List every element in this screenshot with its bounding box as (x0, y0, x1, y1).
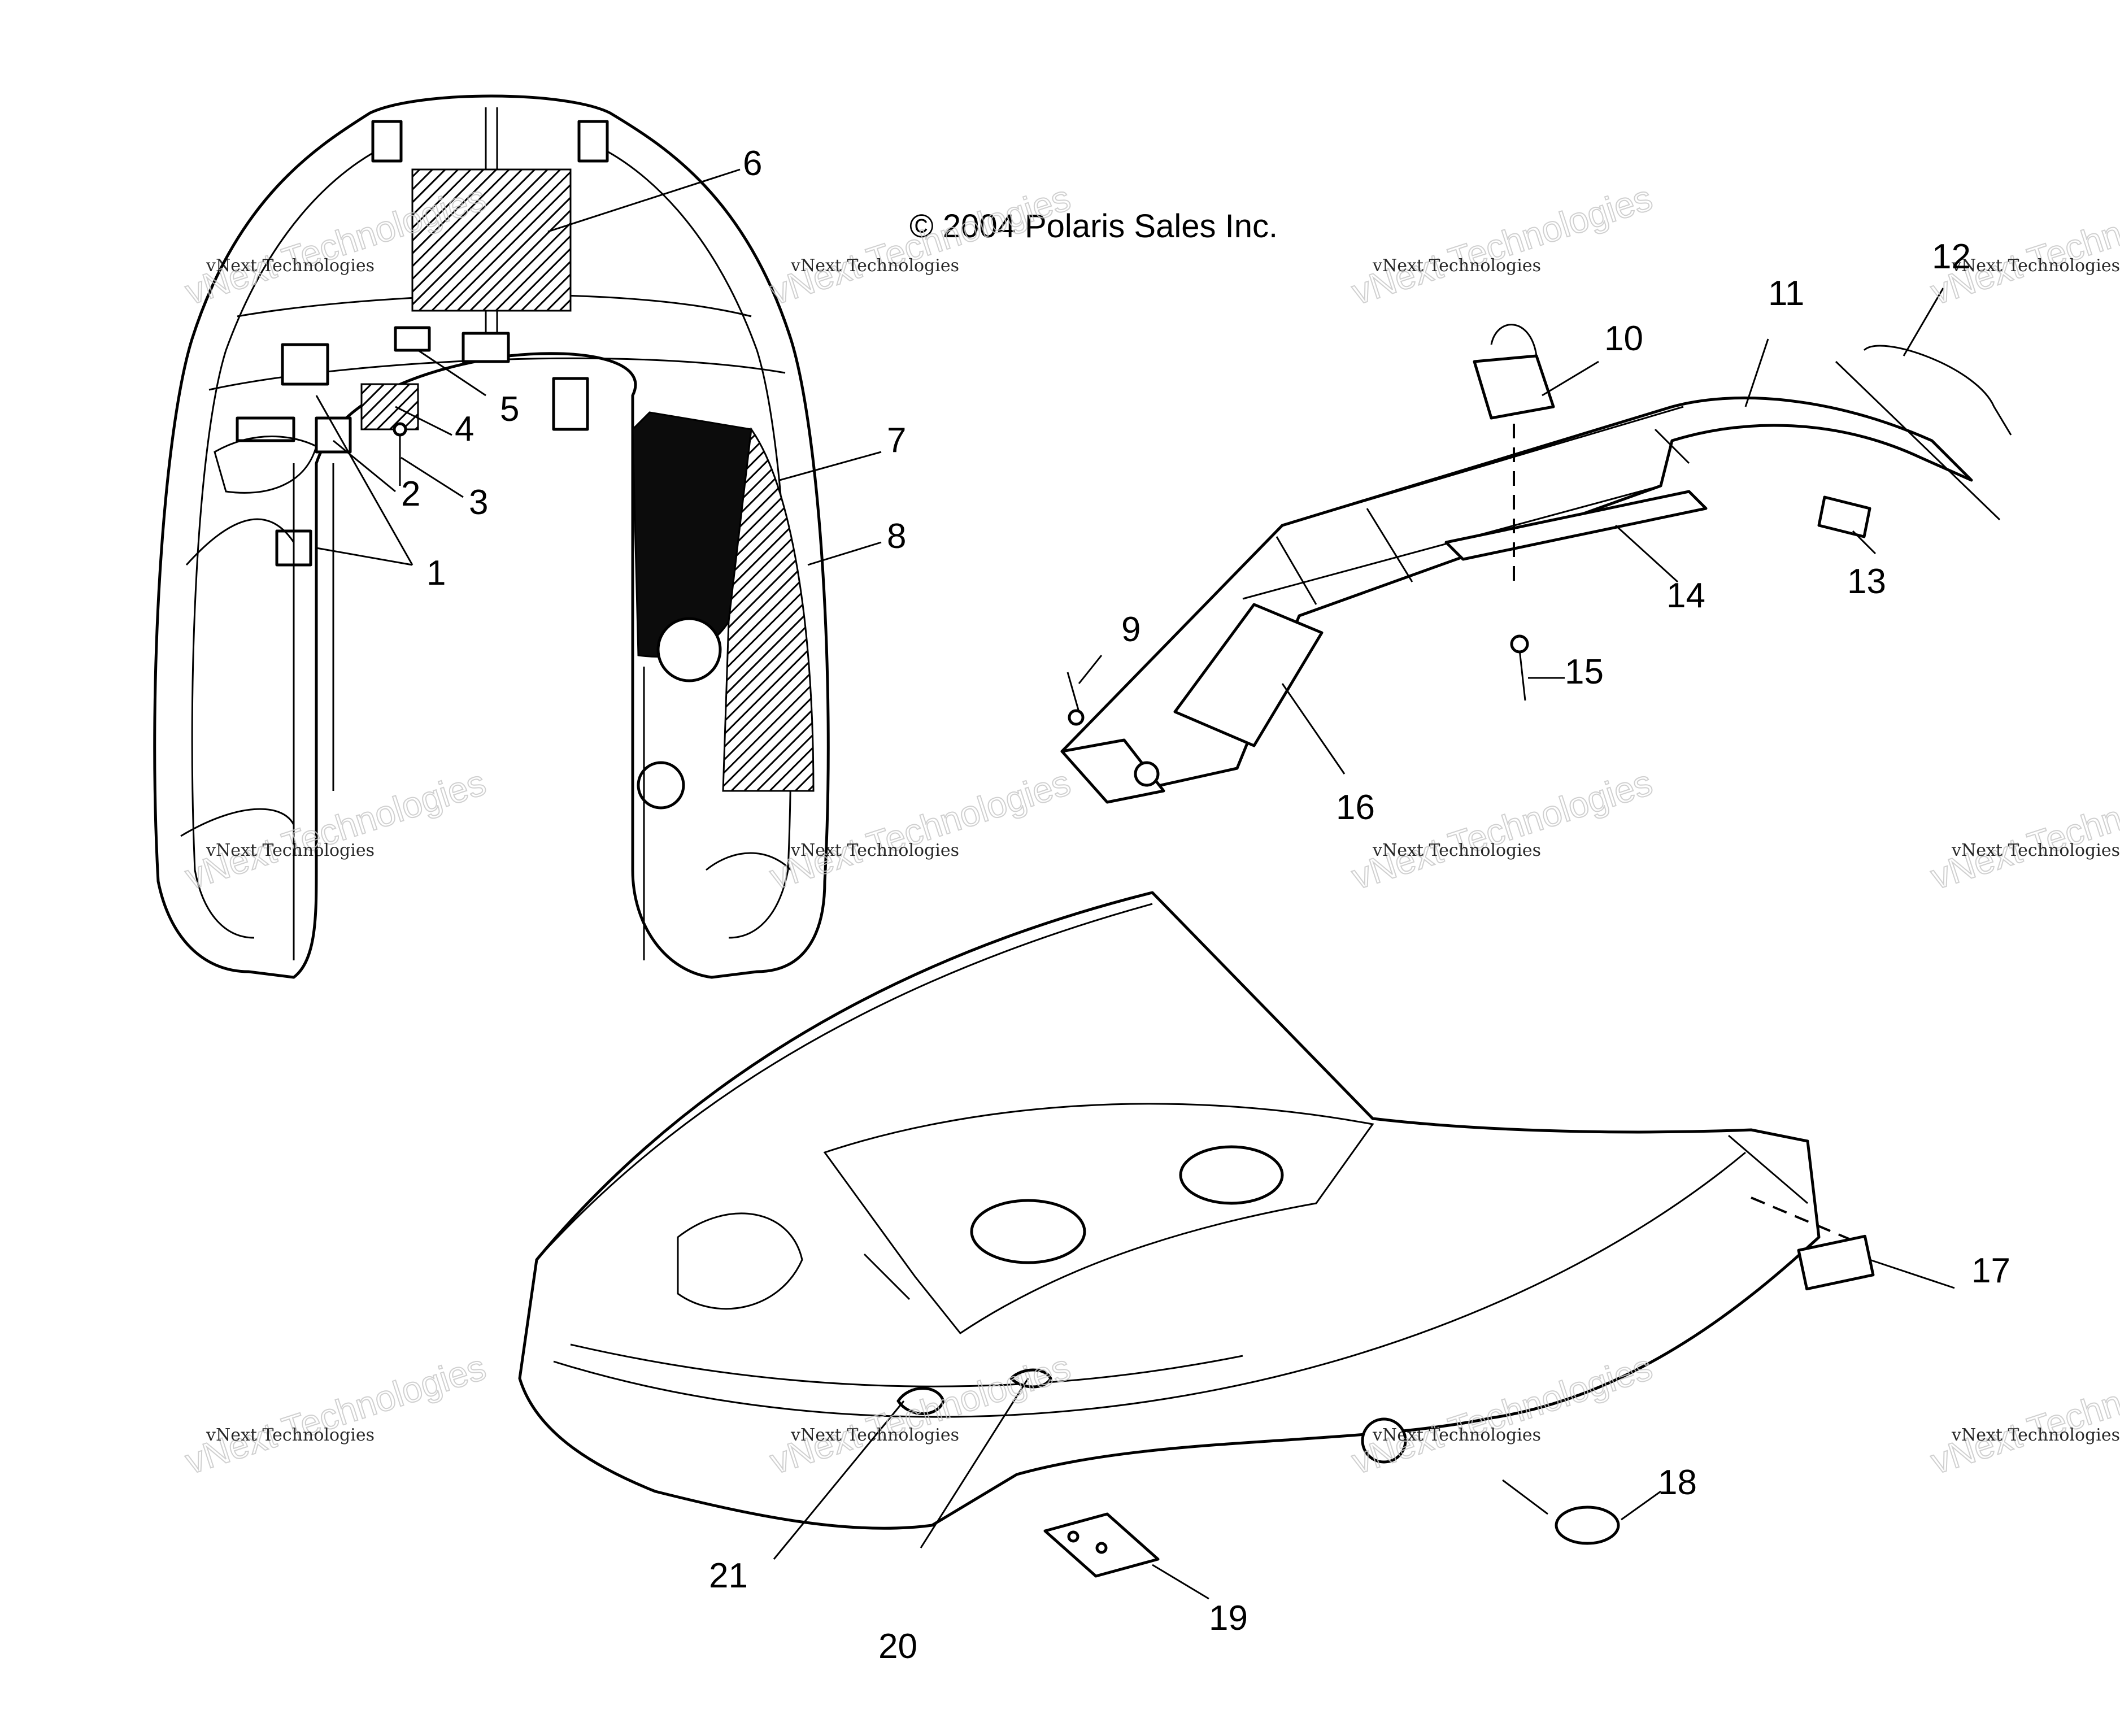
insulation-panel-6 (411, 168, 572, 312)
hinge-9 (1060, 738, 1165, 804)
callout-21: 21 (709, 1556, 748, 1595)
watermark-big: vNext Technologies (765, 177, 1075, 313)
watermark-small: vNext Technologies (1951, 1425, 2120, 1445)
callout-12: 12 (1932, 237, 1971, 276)
belly-pan-assembly (518, 891, 1875, 1578)
watermark-small: vNext Technologies (206, 1425, 375, 1445)
watermark-big: vNext Technologies (1347, 177, 1657, 313)
callout-14: 14 (1666, 576, 1705, 615)
tunnel-assembly (1060, 324, 2012, 804)
watermark-big: vNext Technologies (180, 1347, 490, 1482)
watermark-small: vNext Technologies (1372, 256, 1541, 276)
leader-lines (315, 168, 1955, 1600)
watermark-big: vNext Technologies (1347, 762, 1657, 898)
callout-18: 18 (1658, 1463, 1697, 1502)
label-14 (1444, 490, 1708, 561)
copyright-notice: © 2004 Polaris Sales Inc. (909, 208, 1278, 245)
callout-10: 10 (1604, 319, 1643, 358)
callout-2: 2 (401, 475, 420, 514)
clip-10 (1473, 354, 1555, 420)
watermark-small: vNext Technologies (206, 256, 375, 276)
label-16 (1173, 603, 1324, 747)
watermark-small: vNext Technologies (1951, 841, 2120, 860)
callout-19: 19 (1209, 1599, 1248, 1638)
watermark-small: vNext Technologies (790, 1425, 959, 1445)
watermark-small: vNext Technologies (790, 256, 959, 276)
callout-20: 20 (878, 1627, 917, 1666)
watermark-small: vNext Technologies (1951, 256, 2120, 276)
callout-7: 7 (887, 421, 906, 460)
watermark-small: vNext Technologies (206, 841, 375, 860)
insulation-panel-8 (722, 427, 815, 792)
callout-17: 17 (1971, 1251, 2010, 1290)
callout-3: 3 (469, 483, 488, 522)
callout-16: 16 (1336, 788, 1375, 827)
callout-15: 15 (1565, 652, 1604, 691)
callout-11: 11 (1768, 274, 1804, 313)
callout-5: 5 (500, 390, 519, 429)
callout-labels: 1 2 3 4 5 6 7 8 9 10 11 12 13 14 15 16 1… (401, 144, 2010, 1666)
hood-assembly (153, 94, 830, 979)
watermark-big: vNext Technologies (1926, 762, 2120, 898)
callout-9: 9 (1121, 610, 1140, 649)
bumper-13 (1817, 495, 1871, 538)
strap-12 (1835, 360, 2001, 521)
watermark-small: vNext Technologies (1372, 841, 1541, 860)
plug-18 (1555, 1506, 1620, 1545)
watermark-small: vNext Technologies (790, 841, 959, 860)
callout-1: 1 (426, 554, 446, 593)
bracket-4 (360, 383, 419, 430)
watermark-big: vNext Technologies (1926, 1347, 2120, 1482)
callout-6: 6 (743, 144, 762, 183)
callout-13: 13 (1847, 562, 1886, 601)
callout-4: 4 (455, 410, 474, 449)
callout-8: 8 (887, 517, 906, 556)
badge-17 (1797, 1234, 1875, 1291)
watermark-small: vNext Technologies (1372, 1425, 1541, 1445)
